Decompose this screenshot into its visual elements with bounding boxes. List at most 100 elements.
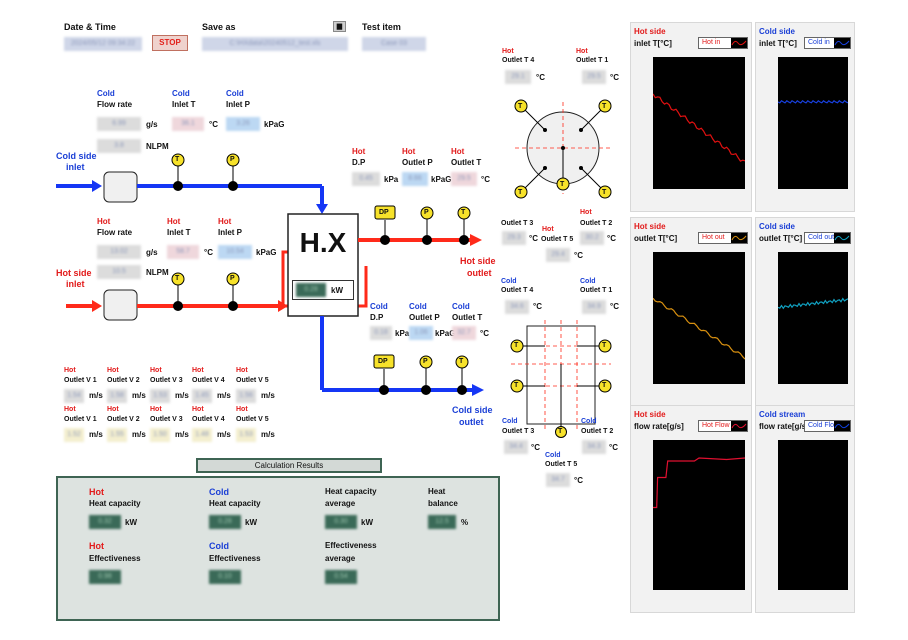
vel-row1-unit-2: m/s xyxy=(132,391,146,400)
hot-t5-hdr: Hot xyxy=(542,226,554,233)
calc-cold-cap-unit: kW xyxy=(245,518,257,527)
hot-outlet-t-label: Outlet T xyxy=(451,158,482,167)
stop-button[interactable]: STOP xyxy=(152,35,188,51)
vel-row2-label-3: Outlet V 3 xyxy=(150,416,183,423)
vel-row1-unit-1: m/s xyxy=(89,391,103,400)
vel-row2-unit-1: m/s xyxy=(89,430,103,439)
hot-tc1-icon xyxy=(598,99,612,113)
cold-nlpm-field: 3.8 xyxy=(97,139,141,153)
chart-title-6: flow rate[g/s] xyxy=(759,422,809,431)
chart-legend-label-1: Hot in xyxy=(702,39,721,46)
vel-row2-label-2: Outlet V 2 xyxy=(107,416,140,423)
cold-outlet-p-unit: kPaG xyxy=(435,329,456,338)
calc-hot-eff-label: Effectiveness xyxy=(89,554,141,563)
cold-side-inlet-label2: inlet xyxy=(66,162,85,172)
cold-dp-label: D.P xyxy=(370,313,384,322)
vel-row1-unit-5: m/s xyxy=(261,391,275,400)
hot-outlet-dp-sensor xyxy=(374,205,396,245)
vel-row2-unit-2: m/s xyxy=(132,430,146,439)
chart-legend-2: Cold in xyxy=(804,37,851,49)
vel-row1-field-2: 1.58 xyxy=(107,389,127,403)
calc-avg-cap-field: 0.30 xyxy=(325,515,357,529)
vel-row2-hdr-1: Hot xyxy=(64,406,76,413)
chart-legend-swatch-4 xyxy=(834,233,850,243)
chart-trace-5 xyxy=(653,457,746,509)
chart-hdr-4: Cold side xyxy=(759,222,796,231)
hx-hot-loop-right xyxy=(358,266,368,308)
cold-t3-hdr: Cold xyxy=(502,418,518,425)
calc-avg-cap-unit: kW xyxy=(361,518,373,527)
chart-title-2: inlet T[°C] xyxy=(759,39,797,48)
calc-avg-cap-label1: Heat capacity xyxy=(325,487,377,496)
hot-inlet-p-field: 10.54 xyxy=(218,245,252,259)
cold-outlet-t-field: 32.7 xyxy=(452,326,476,340)
hot-outlet-p-unit: kPaG xyxy=(431,175,452,184)
test-item-input[interactable]: Case 03 xyxy=(362,37,426,51)
cold-side-inlet-label: Cold side xyxy=(56,151,97,161)
cold-flow-field: 6.99 xyxy=(97,117,141,131)
hot-tc5-letter: T xyxy=(560,181,565,188)
save-as-input[interactable]: C:\HXdata\20240512_test.xls xyxy=(202,37,348,51)
cold-t2-unit: °C xyxy=(609,443,618,452)
cold-inlet-t-label: Inlet T xyxy=(172,100,196,109)
vel-row1-unit-3: m/s xyxy=(175,391,189,400)
hot-t1-field: 29.5 xyxy=(582,70,606,84)
cold-inlet-t-sensor-label: T xyxy=(175,156,180,163)
cold-flow-unit: g/s xyxy=(146,120,158,129)
hot-outlet-p-label: Outlet P xyxy=(402,158,433,167)
vel-row1-field-3: 1.53 xyxy=(150,389,170,403)
cold-outlet-arrow xyxy=(472,384,484,396)
hot-tc3-icon xyxy=(514,185,528,199)
hot-t4-hdr: Hot xyxy=(502,48,514,55)
hx-power-unit: kW xyxy=(331,286,343,295)
chart-title-1: inlet T[°C] xyxy=(634,39,672,48)
vel-row1-unit-4: m/s xyxy=(217,391,231,400)
chart-trace-svg-4 xyxy=(777,297,849,310)
hot-tc3-letter: T xyxy=(518,189,523,196)
chart-legend-label-3: Hot out xyxy=(702,234,725,241)
cold-dp-field: 0.18 xyxy=(370,326,392,340)
hot-tc5-icon xyxy=(556,177,570,191)
hx-power-field: 0.28 xyxy=(296,283,326,297)
calc-hot-eff-hdr: Hot xyxy=(89,541,104,551)
hot-t4-label: Outlet T 4 xyxy=(502,57,535,64)
cold-nlpm-unit: NLPM xyxy=(146,142,169,151)
vel-row1-label-5: Outlet V 5 xyxy=(236,377,269,384)
cold-t4-field: 34.6 xyxy=(505,300,529,314)
hot-side-outlet-label2: outlet xyxy=(467,268,492,278)
vel-row2-unit-5: m/s xyxy=(261,430,275,439)
hot-t3-field: 29.3 xyxy=(502,231,526,245)
chart-legend-5: Hot Flow xyxy=(698,420,748,432)
hot-outlet-dp-sensor-label: DP xyxy=(379,209,389,216)
chart-trace-svg-5 xyxy=(653,457,746,509)
cold-t5-field: 34.7 xyxy=(546,473,570,487)
vel-row2-label-4: Outlet V 4 xyxy=(192,416,225,423)
cold-side-outlet-label: Cold side xyxy=(452,405,493,415)
cold-tc2-letter: T xyxy=(602,382,607,389)
chart-title-5: flow rate[g/s] xyxy=(634,422,684,431)
calc-avg-eff-label2: average xyxy=(325,554,356,563)
folder-icon[interactable]: ▆ xyxy=(333,21,346,32)
hot-tc2-icon xyxy=(598,185,612,199)
cold-flow-label: Flow rate xyxy=(97,100,133,109)
cold-t2-field: 34.3 xyxy=(582,440,606,454)
cold-t1-label: Outlet T 1 xyxy=(580,287,613,294)
cold-tc2-icon xyxy=(598,379,612,393)
cold-tc5-icon xyxy=(555,426,567,438)
cold-side-outlet-label2: outlet xyxy=(459,417,484,427)
hot-t2-unit: °C xyxy=(607,234,616,243)
cold-tc1-icon xyxy=(598,339,612,353)
chart-plot-3 xyxy=(652,252,746,384)
vel-row2-field-2: 1.55 xyxy=(107,428,127,442)
cold-tc3-icon xyxy=(510,379,524,393)
cold-inlet-p-label: Inlet P xyxy=(226,100,251,109)
cold-outlet-dp-sensor-label: DP xyxy=(378,358,388,365)
cold-outlet-p-sensor xyxy=(419,355,433,395)
hot-dp-hdr: Hot xyxy=(352,147,366,156)
vel-row1-label-4: Outlet V 4 xyxy=(192,377,225,384)
hot-tc4-letter: T xyxy=(518,103,523,110)
hot-t1-hdr: Hot xyxy=(576,48,588,55)
hot-t3-label: Outlet T 3 xyxy=(501,220,534,227)
chart-trace-svg-2 xyxy=(777,99,849,104)
